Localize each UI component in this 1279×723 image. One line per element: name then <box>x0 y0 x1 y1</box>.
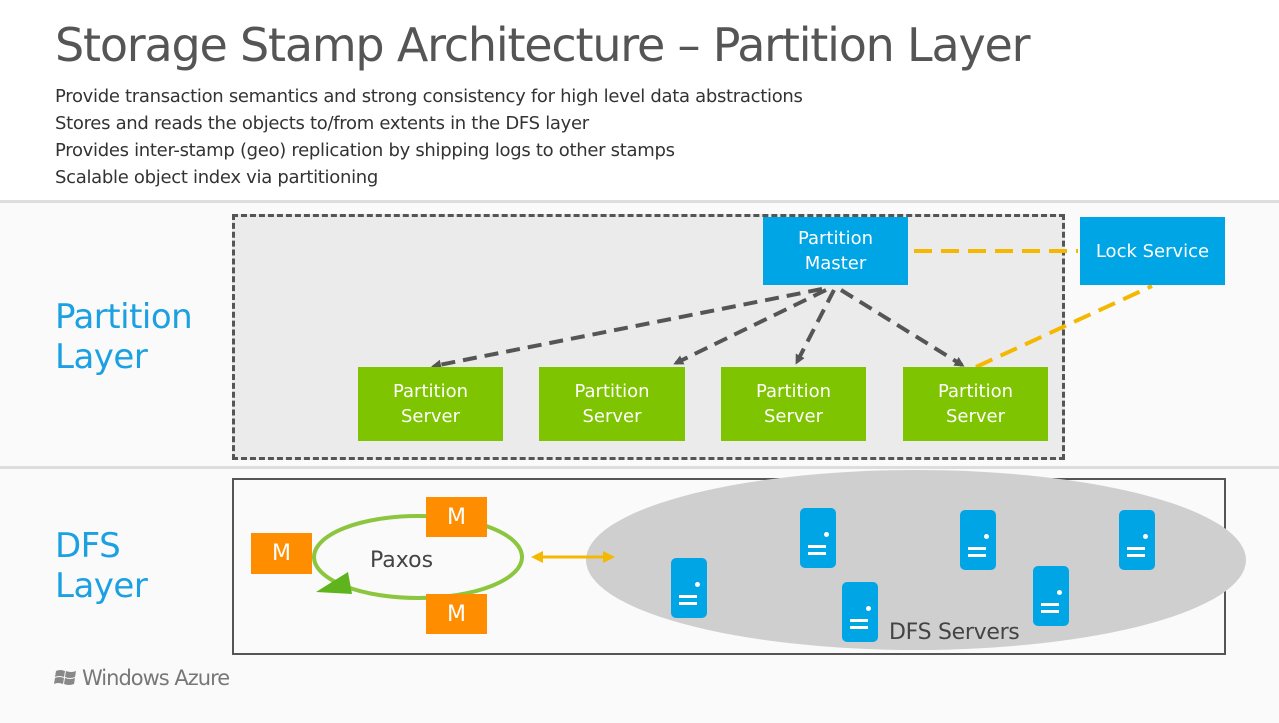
dfs-server-icon <box>800 508 836 568</box>
dfs-server-icon <box>1119 510 1155 570</box>
dfs-server-icon <box>842 582 878 642</box>
dfs-server-icon <box>1033 566 1069 626</box>
paxos-master-left: M <box>251 533 312 574</box>
windows-azure-logo: Windows Azure <box>54 666 230 690</box>
bullet-2: Stores and reads the objects to/from ext… <box>55 113 589 134</box>
partition-server-2: Partition Server <box>539 367 685 441</box>
dfs-server-icon <box>671 558 707 618</box>
server-lock-link <box>975 284 1153 369</box>
partition-server-4: Partition Server <box>903 367 1048 441</box>
partition-server-3: Partition Server <box>721 367 866 441</box>
windows-flag-icon <box>54 670 76 685</box>
dfs-layer-label: DFS Layer <box>55 526 148 606</box>
paxos-label: Paxos <box>370 548 434 573</box>
bullet-4: Scalable object index via partitioning <box>55 167 378 188</box>
partition-layer-label: Partition Layer <box>55 297 193 377</box>
master-to-server-arrows <box>431 287 965 370</box>
bullet-3: Provides inter-stamp (geo) replication b… <box>55 140 675 161</box>
logo-text: Windows Azure <box>82 666 230 690</box>
arrow-to-server-3 <box>795 289 836 365</box>
lock-service-links <box>914 249 1153 369</box>
partition-server-1: Partition Server <box>358 367 503 441</box>
paxos-master-top: M <box>426 497 487 537</box>
paxos-ring-arrowhead <box>316 572 352 594</box>
paxos-master-bottom: M <box>426 594 487 634</box>
dfs-server-icon <box>960 510 996 570</box>
bullet-1: Provide transaction semantics and strong… <box>55 86 803 107</box>
arrow-to-server-4 <box>839 288 965 367</box>
arrow-to-server-2 <box>673 288 827 365</box>
lock-service-box: Lock Service <box>1080 217 1225 285</box>
paxos-ring <box>312 514 524 600</box>
partition-master-box: Partition Master <box>763 217 908 285</box>
dfs-servers-label: DFS Servers <box>889 620 1020 645</box>
arrow-to-server-1 <box>431 287 823 370</box>
page-title: Storage Stamp Architecture – Partition L… <box>55 18 1030 72</box>
